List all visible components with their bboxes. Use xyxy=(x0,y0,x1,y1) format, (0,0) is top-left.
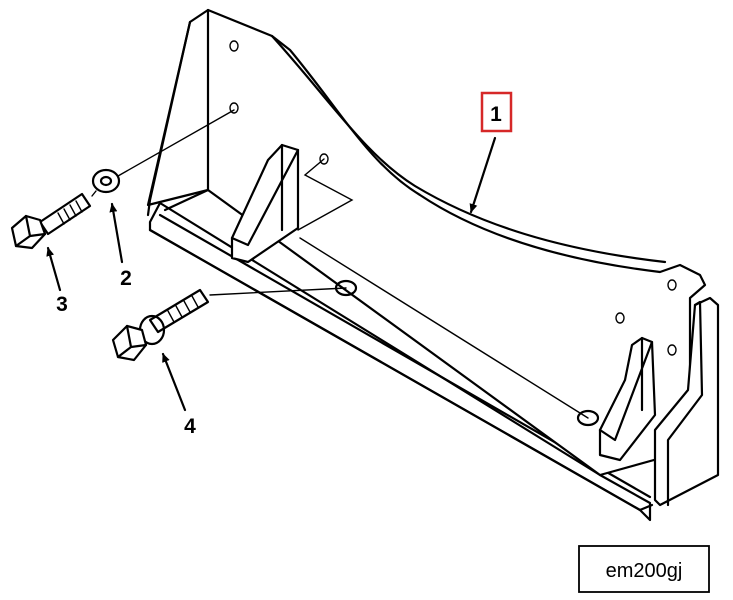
bolt-3-shank xyxy=(38,192,92,236)
washer-alignment-line xyxy=(117,109,235,177)
bracket-base-centerline xyxy=(299,237,589,419)
bracket-right-end-plate xyxy=(653,296,720,507)
bracket-back-left-edge xyxy=(146,20,192,217)
callout-4-label: 4 xyxy=(184,415,196,438)
bracket-base-front-edge xyxy=(148,228,654,512)
mounting-hole-back-lower xyxy=(319,153,329,165)
mounting-hole-right-lower xyxy=(667,344,677,356)
mounting-hole-back-top xyxy=(229,40,239,52)
washer-inner xyxy=(99,175,113,187)
bracket-left-gusset-edge xyxy=(230,143,300,247)
callout-2: 2 xyxy=(109,202,132,290)
callout-2-label: 2 xyxy=(120,267,132,290)
figure-code-box: em200gj xyxy=(578,545,710,593)
mounting-hole-right-middle xyxy=(615,312,625,324)
hole-projection-line xyxy=(297,158,354,231)
bolt-4-alignment-line xyxy=(209,287,347,296)
callout-4: 4 xyxy=(161,352,196,438)
mounting-hole-right-top xyxy=(667,279,677,291)
bolt-3-head-face xyxy=(14,214,47,248)
callout-1: 1 xyxy=(469,91,513,214)
bolt-3-alignment-line xyxy=(91,190,97,197)
flat-washer xyxy=(91,168,121,194)
bracket-back-plate xyxy=(146,8,707,477)
callout-3-label: 3 xyxy=(56,293,68,316)
callout-1-label: 1 xyxy=(490,103,502,126)
callout-1-leader xyxy=(469,136,497,214)
callout-3-leader xyxy=(46,246,62,292)
hex-bolt-short xyxy=(10,192,92,250)
callout-2-leader xyxy=(109,202,124,264)
figure-code-label: em200gj xyxy=(606,560,683,582)
hex-bolt-with-washer xyxy=(111,288,210,362)
callout-4-leader xyxy=(161,352,187,412)
mounting-hole-base-right xyxy=(576,409,600,427)
callout-3: 3 xyxy=(46,246,68,316)
mounting-hole-back-middle xyxy=(229,102,239,114)
bolt-4-head-face xyxy=(116,324,148,359)
washer-outer xyxy=(91,168,121,194)
bracket-back-plate-top-curve-inner xyxy=(270,34,667,264)
mounting-bracket xyxy=(146,8,720,522)
bolt-3-threads xyxy=(57,200,83,225)
bracket-right-gusset-edge xyxy=(598,336,654,442)
bracket-back-bottom-inner xyxy=(163,188,210,212)
figure-code-border xyxy=(578,545,710,593)
bolt-4-threads xyxy=(167,295,199,323)
callout-1-highlight-box xyxy=(480,91,513,133)
bracket-right-end-edge xyxy=(666,300,704,507)
